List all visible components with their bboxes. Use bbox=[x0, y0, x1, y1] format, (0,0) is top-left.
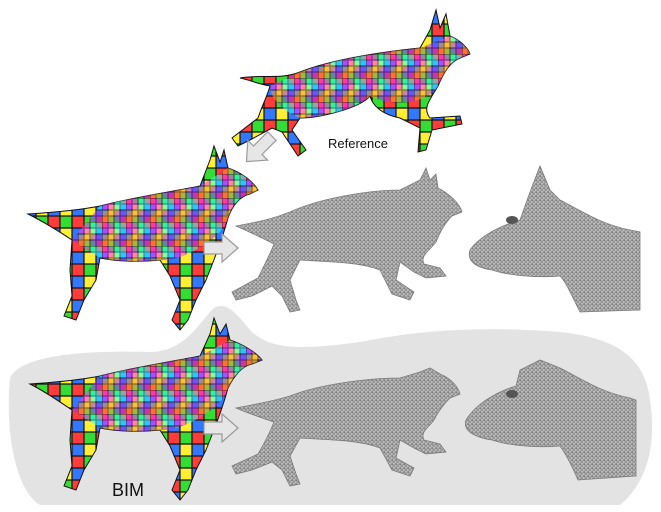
reference-label: Reference bbox=[328, 136, 388, 151]
arrow-reference-to-result bbox=[245, 131, 277, 163]
arrow-result-texture-to-mesh bbox=[203, 232, 239, 264]
reference-dog-textured bbox=[231, 8, 471, 157]
result-head-closeup bbox=[468, 164, 641, 313]
result-dog-textured bbox=[26, 144, 259, 331]
bim-dog-textured bbox=[28, 316, 263, 501]
bim-dog-mesh bbox=[231, 367, 461, 487]
arrow-bim-texture-to-mesh bbox=[203, 412, 239, 444]
bim-head-closeup bbox=[464, 359, 637, 481]
bim-label: BIM bbox=[112, 480, 145, 500]
result-dog-mesh bbox=[231, 166, 463, 313]
